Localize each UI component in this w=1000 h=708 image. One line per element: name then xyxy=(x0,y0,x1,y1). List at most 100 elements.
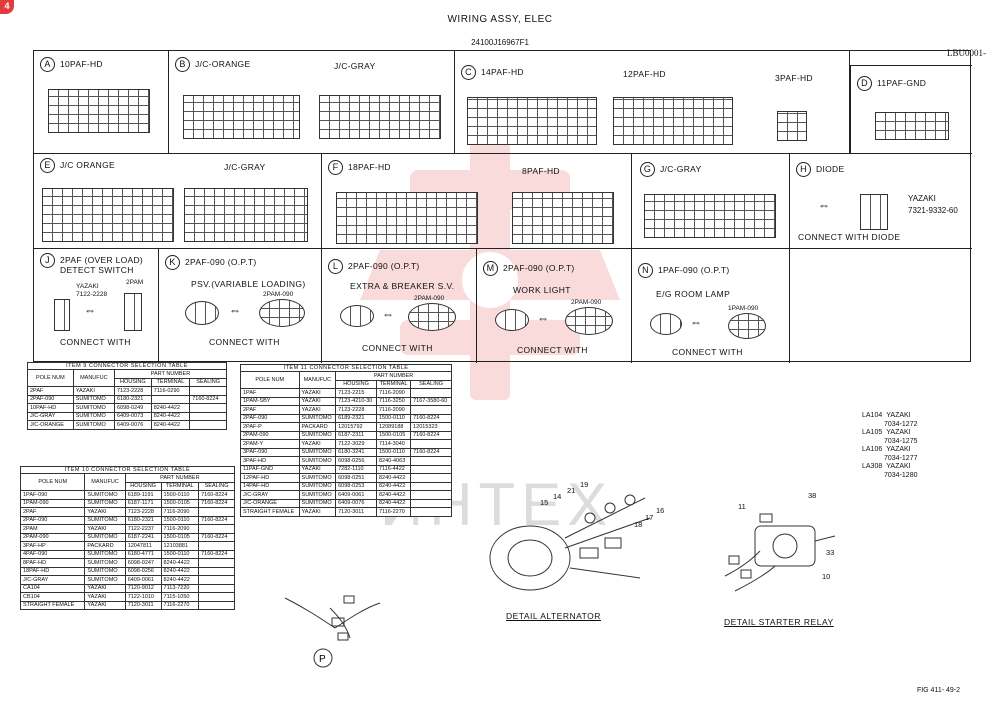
table-cell: 1500-0110 xyxy=(375,447,412,457)
connector-3paf-hd xyxy=(777,111,807,141)
section-h-maker: YAZAKI xyxy=(908,194,936,203)
table-cell: 8240-4422 xyxy=(375,473,412,483)
table-cell: 7122-2237 xyxy=(124,524,162,534)
table-cell: 8240-4422 xyxy=(160,575,200,585)
table-cell: 4PAF-090 xyxy=(19,549,86,559)
table10-caption: ITEM 10 CONNECTOR SELECTION TABLE xyxy=(20,466,235,473)
table-cell: 8240-4422 xyxy=(150,403,191,413)
table-cell: 2PAF xyxy=(19,507,86,517)
table-cell: 6409-0076 xyxy=(335,498,377,508)
table-cell: 8240-4422 xyxy=(160,566,200,576)
detail-alternator-label: DETAIL ALTERNATOR xyxy=(506,611,601,621)
table-cell: 1500-0105 xyxy=(375,430,412,440)
connector-2pam-090-m xyxy=(565,307,613,335)
table-cell: YAZAKI xyxy=(84,583,126,593)
table-cell: YAZAKI xyxy=(84,592,126,602)
table-cell: YAZAKI xyxy=(298,439,337,449)
table-cell: 7116-2090 xyxy=(375,388,412,398)
table-cell xyxy=(198,575,235,585)
section-f-title2: 8PAF-HD xyxy=(522,166,560,176)
alt-part-17: 17 xyxy=(645,513,654,522)
table-cell: 7160-8224 xyxy=(198,498,235,508)
alt-part-18: 18 xyxy=(634,520,643,529)
alt-part-14: 14 xyxy=(553,492,562,501)
la-code: LA105 xyxy=(862,429,883,436)
section-c-title3: 3PAF-HD xyxy=(775,73,813,83)
table-cell: 7160-8224 xyxy=(410,447,452,457)
table-cell: SUMITOMO xyxy=(84,575,126,585)
table-cell: 7123-2228 xyxy=(335,405,377,415)
section-n-part: 1PAM-090 xyxy=(728,305,759,312)
table-cell: STRAIGHT FEMALE xyxy=(240,507,300,517)
table-header: TERMINAL xyxy=(375,379,412,389)
section-h-caption: CONNECT WITH DIODE xyxy=(798,232,901,242)
detail-p-letter: P xyxy=(319,654,326,665)
table-cell xyxy=(150,394,191,404)
la-part-number: 7034-1280 xyxy=(884,471,918,479)
relay-part-38: 38 xyxy=(808,491,817,500)
table-cell xyxy=(410,481,452,491)
table-cell: 6098-0256 xyxy=(335,456,377,466)
table-cell: 3PAF-HD xyxy=(240,456,300,466)
section-j-left-part: 7122-2228 xyxy=(76,291,108,298)
table-cell: 6409-0061 xyxy=(124,575,162,585)
table-cell: YAZAKI xyxy=(298,507,337,517)
table-cell: YAZAKI xyxy=(84,600,126,610)
table-header: PART NUMBER xyxy=(124,473,236,483)
starter-relay-sketch xyxy=(724,513,836,592)
section-h-title: DIODE xyxy=(816,163,845,174)
connector-1paf-090-n xyxy=(650,313,682,335)
table-cell: 14PAF-HD xyxy=(240,481,300,491)
table-cell: 2PAF-P xyxy=(240,422,300,432)
connector-2paf-090-l xyxy=(340,305,374,327)
section-c-letter: C xyxy=(461,65,476,80)
table-cell: 6409-0076 xyxy=(113,420,152,430)
table-cell xyxy=(198,558,235,568)
section-f-title: 18PAF-HD xyxy=(348,161,391,172)
table-cell: 1PAF-090 xyxy=(19,490,86,500)
table-header: TERMINAL xyxy=(160,481,200,491)
table-cell xyxy=(410,405,452,415)
connect-arrow-icon: ⇔ xyxy=(84,303,96,317)
table-cell: 7120-3011 xyxy=(335,507,377,517)
table-cell: 12PAF-HD xyxy=(240,473,300,483)
table-cell: 1500-0110 xyxy=(160,549,200,559)
table-cell: 12103881 xyxy=(160,541,200,551)
table-cell: 8240-4422 xyxy=(160,558,200,568)
table-cell: 7123-2215 xyxy=(335,388,377,398)
connector-2pam-090-k xyxy=(259,299,305,327)
connector-2pam-j xyxy=(124,293,142,331)
section-d-title: 11PAF-GND xyxy=(877,77,927,88)
la-maker: YAZAKI xyxy=(886,412,911,419)
table-cell: PACKARD xyxy=(298,422,337,432)
table-cell: SUMITOMO xyxy=(72,420,115,430)
table-cell: YAZAKI xyxy=(298,464,337,474)
table-header: PART NUMBER xyxy=(335,371,452,381)
section-l-title: 2PAF-090 (O.P.T) xyxy=(348,260,420,271)
table-cell: 3PAF-HP xyxy=(19,541,86,551)
alt-part-15: 15 xyxy=(540,498,549,507)
table-cell: SUMITOMO xyxy=(298,481,337,491)
table-header: MANUFUC xyxy=(298,371,337,389)
connector-2paf-090-m xyxy=(495,309,529,331)
table-cell: STRAIGHT FEMALE xyxy=(19,600,86,610)
table11-caption: ITEM 11 CONNECTOR SELECTION TABLE xyxy=(240,364,452,371)
